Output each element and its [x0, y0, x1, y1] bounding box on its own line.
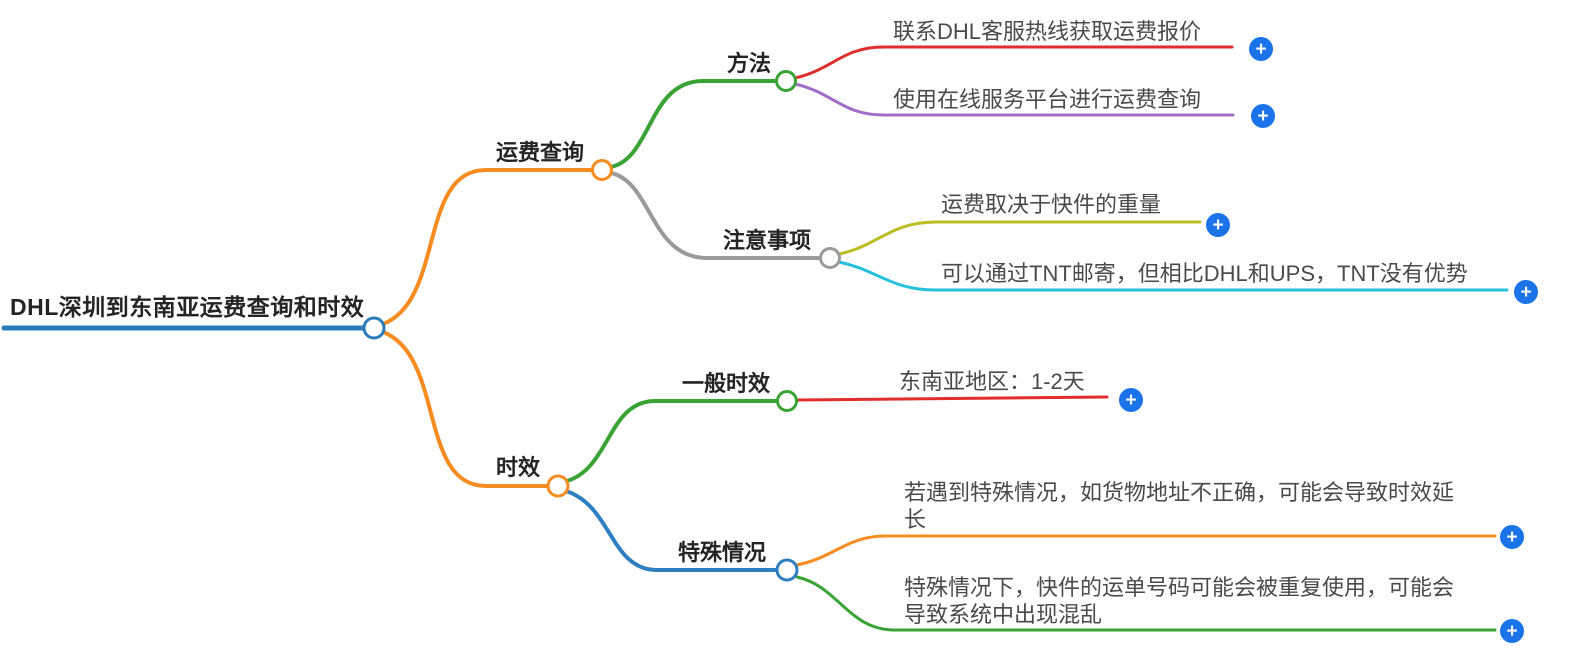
- edge-special-to-waybill-confusion: [795, 575, 1497, 632]
- edge-root-to-freight-inquiry: [381, 168, 594, 326]
- topic-method[interactable]: 方法: [727, 51, 772, 76]
- edge-notes-to-tnt: [837, 260, 1509, 292]
- topic-general-timeliness[interactable]: 一般时效: [682, 371, 771, 396]
- edge-notes-to-weight: [837, 220, 1202, 256]
- leaf-waybill-confusion-line1: 特殊情况下，快件的运单号码可能会被重复使用，可能会: [904, 575, 1455, 600]
- node-handle-root[interactable]: [362, 316, 386, 340]
- leaf-waybill-confusion-line2: 导致系统中出现混乱: [904, 602, 1103, 627]
- node-handle-special-cases[interactable]: [775, 558, 799, 582]
- node-handle-method[interactable]: [775, 70, 797, 92]
- edge-general-to-sea-region: [795, 395, 1109, 402]
- plus-icon: +: [1125, 389, 1137, 411]
- edge-method-to-online-platform: [793, 82, 1235, 117]
- leaf-address-delay-line2: 长: [904, 507, 927, 532]
- topic-notes[interactable]: 注意事项: [723, 228, 812, 253]
- edge-root-to-timeliness: [381, 330, 550, 488]
- plus-icon: +: [1506, 526, 1518, 548]
- add-child-button[interactable]: +: [1251, 104, 1275, 128]
- topic-special-cases[interactable]: 特殊情况: [678, 540, 767, 565]
- add-child-button[interactable]: +: [1119, 388, 1143, 412]
- leaf-weight[interactable]: 运费取决于快件的重量: [941, 192, 1162, 217]
- leaf-waybill-confusion[interactable]: 特殊情况下，快件的运单号码可能会被重复使用，可能会 导致系统中出现混乱: [904, 574, 1454, 628]
- edge-special-to-address-delay: [795, 534, 1497, 567]
- leaf-address-delay-line1: 若遇到特殊情况，如货物地址不正确，可能会导致时效延: [904, 480, 1455, 505]
- add-child-button[interactable]: +: [1206, 213, 1230, 237]
- add-child-button[interactable]: +: [1514, 280, 1538, 304]
- add-child-button[interactable]: +: [1500, 619, 1524, 643]
- leaf-online-platform[interactable]: 使用在线服务平台进行运费查询: [893, 87, 1202, 112]
- node-handle-notes[interactable]: [819, 247, 841, 269]
- plus-icon: +: [1520, 281, 1532, 303]
- plus-icon: +: [1506, 620, 1518, 642]
- plus-icon: +: [1212, 214, 1224, 236]
- edge-freight-inquiry-to-notes: [609, 171, 822, 260]
- topic-timeliness[interactable]: 时效: [496, 455, 541, 480]
- edge-method-to-hotline: [793, 45, 1234, 80]
- topic-freight-inquiry[interactable]: 运费查询: [496, 140, 585, 165]
- node-handle-general-timeliness[interactable]: [776, 390, 798, 412]
- edge-timeliness-to-special: [564, 489, 779, 572]
- edge-timeliness-to-general: [565, 399, 779, 483]
- node-handle-freight-inquiry[interactable]: [591, 159, 613, 181]
- plus-icon: +: [1255, 38, 1267, 60]
- leaf-sea-region-days[interactable]: 东南亚地区：1-2天: [899, 369, 1085, 394]
- leaf-tnt-comparison[interactable]: 可以通过TNT邮寄，但相比DHL和UPS，TNT没有优势: [941, 261, 1468, 286]
- leaf-address-delay[interactable]: 若遇到特殊情况，如货物地址不正确，可能会导致时效延 长: [904, 479, 1454, 533]
- add-child-button[interactable]: +: [1500, 525, 1524, 549]
- edge-freight-inquiry-to-method: [609, 79, 778, 169]
- plus-icon: +: [1257, 105, 1269, 127]
- leaf-hotline-quote[interactable]: 联系DHL客服热线获取运费报价: [893, 19, 1202, 44]
- root-topic-label[interactable]: DHL深圳到东南亚运费查询和时效: [10, 294, 365, 320]
- add-child-button[interactable]: +: [1249, 37, 1273, 61]
- node-handle-timeliness[interactable]: [546, 474, 570, 498]
